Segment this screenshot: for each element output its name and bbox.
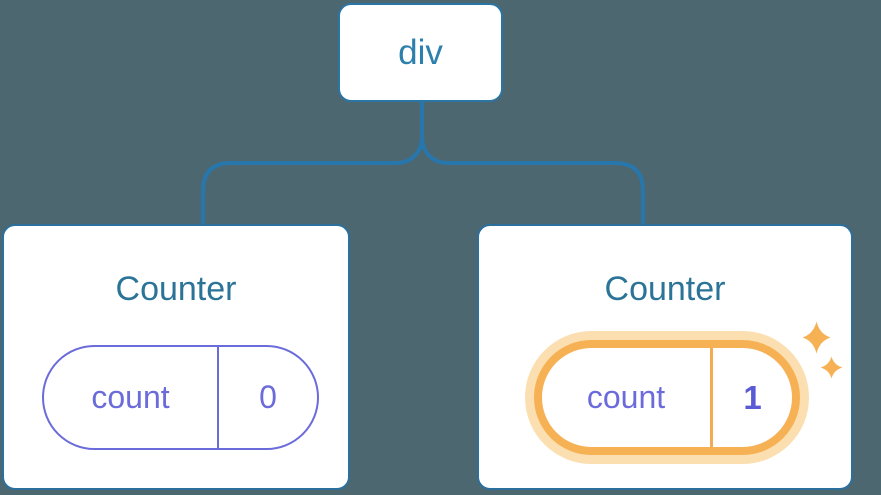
counter-card-left: Counter count 0	[2, 224, 350, 490]
state-pill-divider	[217, 347, 219, 448]
state-key-label: count	[91, 379, 170, 415]
counter-title: Counter	[604, 270, 726, 308]
state-pill-count-0: count 0	[42, 345, 319, 450]
state-pill-divider	[710, 348, 713, 447]
state-value-label: 0	[259, 379, 277, 415]
sparkle-small-star	[820, 356, 843, 379]
state-pill-count-1-highlighted: count 1	[534, 340, 800, 455]
counter-card-right: Counter count 1	[477, 224, 853, 490]
sparkle-large-star	[802, 321, 831, 354]
counter-title: Counter	[115, 270, 237, 308]
sparkle-icon	[802, 321, 843, 379]
state-value-label: 1	[743, 378, 762, 416]
connector-left-branch	[201, 100, 424, 228]
root-node-label: div	[398, 32, 443, 72]
root-node-div: div	[338, 3, 503, 102]
connector-right-branch	[420, 100, 645, 228]
state-key-label: count	[586, 379, 666, 415]
